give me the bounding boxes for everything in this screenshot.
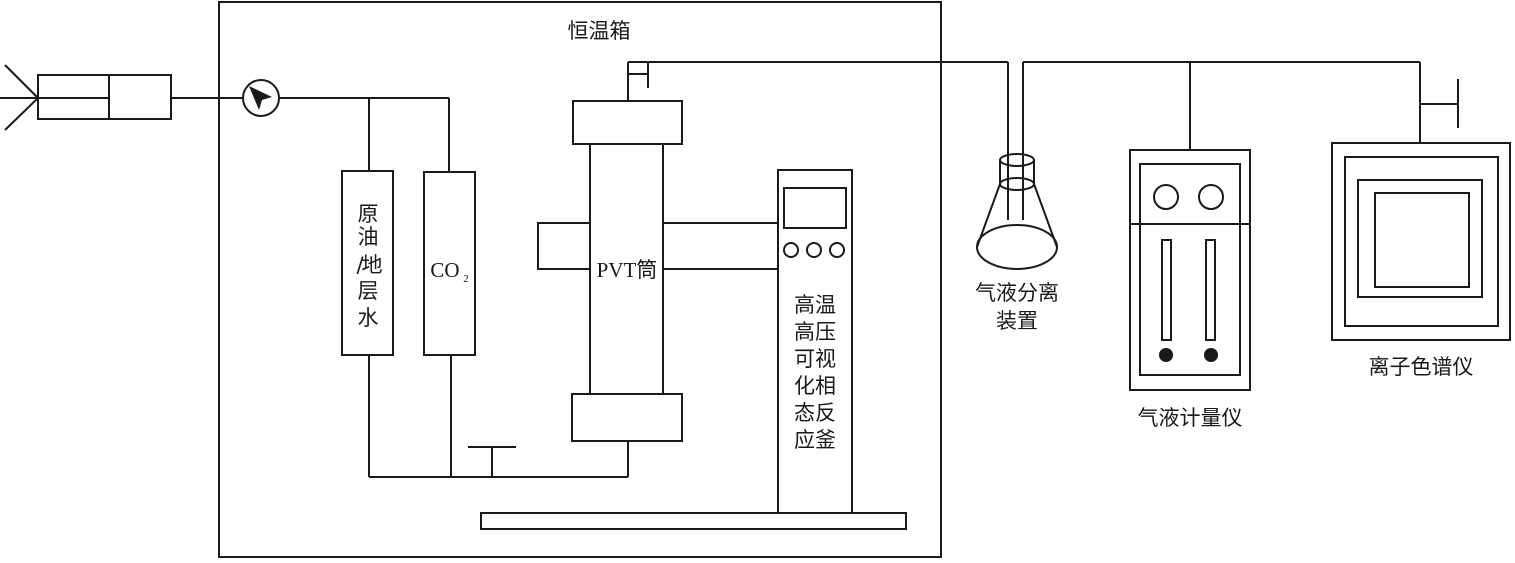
incubator-box [218, 1, 942, 558]
separator-label-line-2: 装置 [996, 309, 1038, 333]
reactor-label-line-6: 应釜 [794, 428, 836, 452]
oil-water-char-5: 水 [358, 306, 379, 330]
top-valve-icon [628, 62, 649, 88]
reactor-label-line-4: 化相 [794, 374, 836, 398]
meter-indicator-icon [1159, 348, 1173, 362]
meter-dial-icon [1198, 184, 1224, 210]
oil-water-char-2: 油 [358, 225, 379, 249]
reactor-label-line-2: 高压 [794, 320, 836, 344]
separator-label-line-1: 气液分离 [975, 281, 1059, 305]
reactor-knob-icon [783, 242, 799, 258]
reactor-knob-icon [806, 242, 822, 258]
reactor-label-line-3: 可视 [794, 347, 836, 371]
co2-container [423, 171, 476, 356]
chromatograph-screen [1374, 192, 1470, 288]
reactor-screen [783, 187, 847, 229]
incubator-label: 恒温箱 [568, 19, 631, 43]
reactor-knob-icon [829, 242, 845, 258]
pump-icon [0, 64, 172, 131]
base-platform [480, 512, 907, 530]
pvt-label: PVT筒 [597, 258, 658, 282]
pvt-bottom-cap [571, 393, 683, 442]
gas-liquid-meter-label: 气液计量仪 [1138, 406, 1243, 430]
meter-dial-icon [1153, 184, 1179, 210]
meter-tube [1205, 239, 1216, 341]
separator-flask-icon [976, 153, 1058, 270]
co2-label: CO [430, 258, 459, 282]
bottom-valve-icon [468, 446, 516, 477]
oil-water-char-1: 原 [358, 202, 379, 226]
meter-indicator-icon [1204, 348, 1218, 362]
oil-water-char-3: 地 [362, 253, 383, 277]
reactor-label-line-5: 态反 [794, 401, 836, 425]
check-valve-icon [242, 79, 280, 117]
reactor-label-line-1: 高温 [794, 293, 836, 317]
oil-water-char-4: 层 [358, 279, 379, 303]
ion-chromatograph-label: 离子色谱仪 [1369, 355, 1474, 379]
oil-water-char-slash: / [356, 253, 364, 277]
chromatograph-valve-icon [1420, 79, 1459, 128]
pvt-side-port [537, 222, 591, 270]
oil-water-container [341, 170, 394, 356]
pvt-top-cap [572, 100, 683, 145]
co2-subscript: 2 [463, 273, 469, 285]
meter-tube [1161, 239, 1172, 341]
